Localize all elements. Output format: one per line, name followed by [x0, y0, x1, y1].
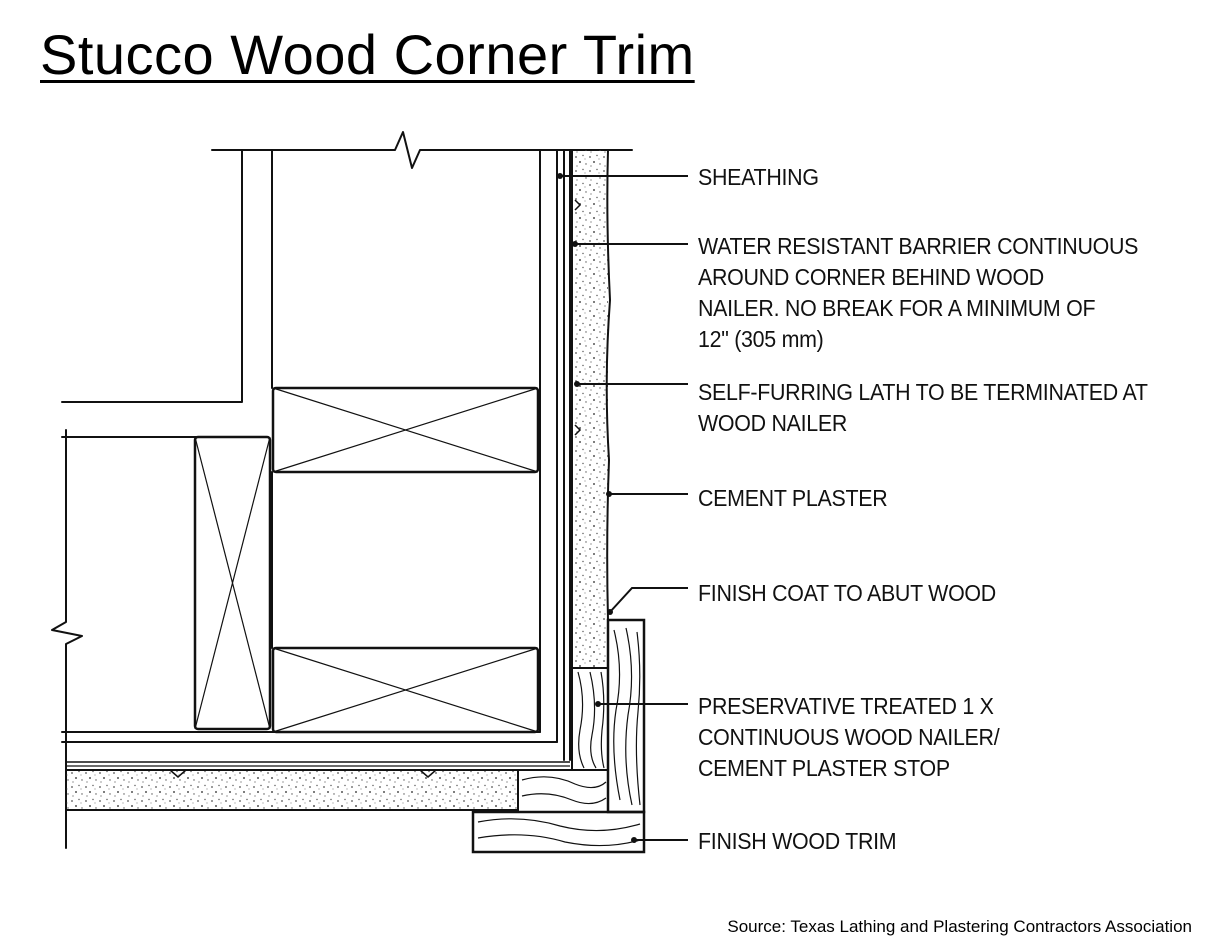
finish-wood-trim-horizontal — [471, 810, 646, 854]
page-title: Stucco Wood Corner Trim — [40, 23, 695, 86]
cement-plaster-vertical — [571, 149, 612, 669]
source-credit: Source: Texas Lathing and Plastering Con… — [727, 917, 1192, 936]
stud-horizontal-top — [271, 386, 540, 474]
top-break-line — [211, 131, 633, 169]
left-break-line — [51, 429, 83, 849]
label-finish-coat: FINISH COAT TO ABUT WOOD — [698, 580, 996, 606]
label-wood-nailer: PRESERVATIVE TREATED 1 X CONTINUOUS WOOD… — [698, 693, 1000, 781]
label-sheathing: SHEATHING — [698, 164, 819, 190]
label-finish-wood-trim: FINISH WOOD TRIM — [698, 828, 897, 854]
stud-horizontal-bottom — [271, 646, 540, 734]
interior-wall-outline — [61, 149, 243, 403]
cement-plaster-horizontal — [66, 761, 570, 811]
leader-finish-coat — [609, 587, 688, 613]
stud-vertical-left — [193, 435, 272, 731]
wood-nailer — [571, 667, 609, 771]
label-water-resistant-barrier: WATER RESISTANT BARRIER CONTINUOUS AROUN… — [698, 233, 1139, 352]
label-cement-plaster: CEMENT PLASTER — [698, 485, 888, 511]
wood-nailer-bottom — [517, 769, 609, 813]
label-self-furring-lath: SELF-FURRING LATH TO BE TERMINATED AT WO… — [698, 379, 1148, 436]
finish-wood-trim-vertical — [606, 618, 646, 814]
